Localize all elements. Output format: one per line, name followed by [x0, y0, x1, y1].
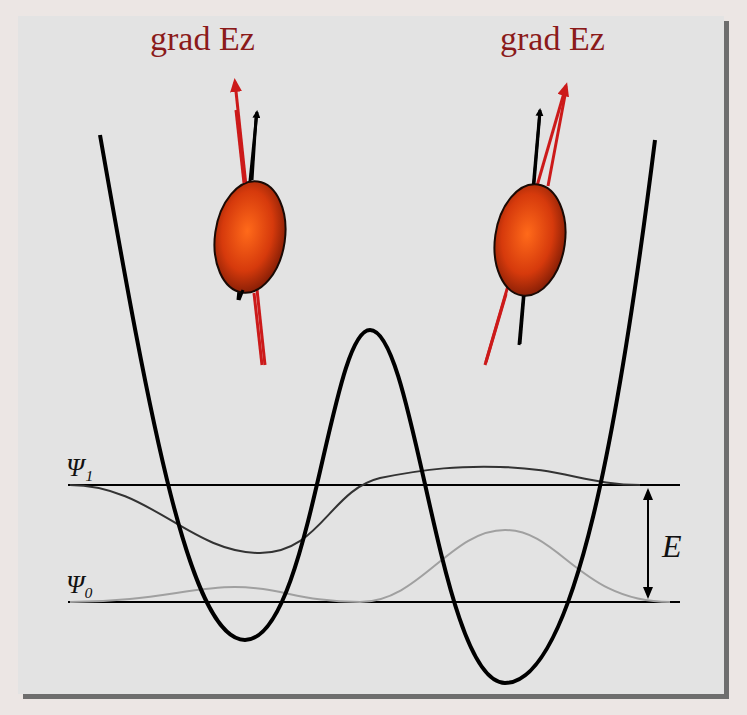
field-gradient-label: grad Ez — [500, 22, 605, 56]
energy-gap-label: E — [662, 530, 682, 562]
wavefunction-label: Ψ₁ — [66, 455, 93, 481]
field-gradient-label: grad Ez — [150, 22, 255, 56]
wavefunction-label: Ψ₀ — [66, 572, 93, 598]
